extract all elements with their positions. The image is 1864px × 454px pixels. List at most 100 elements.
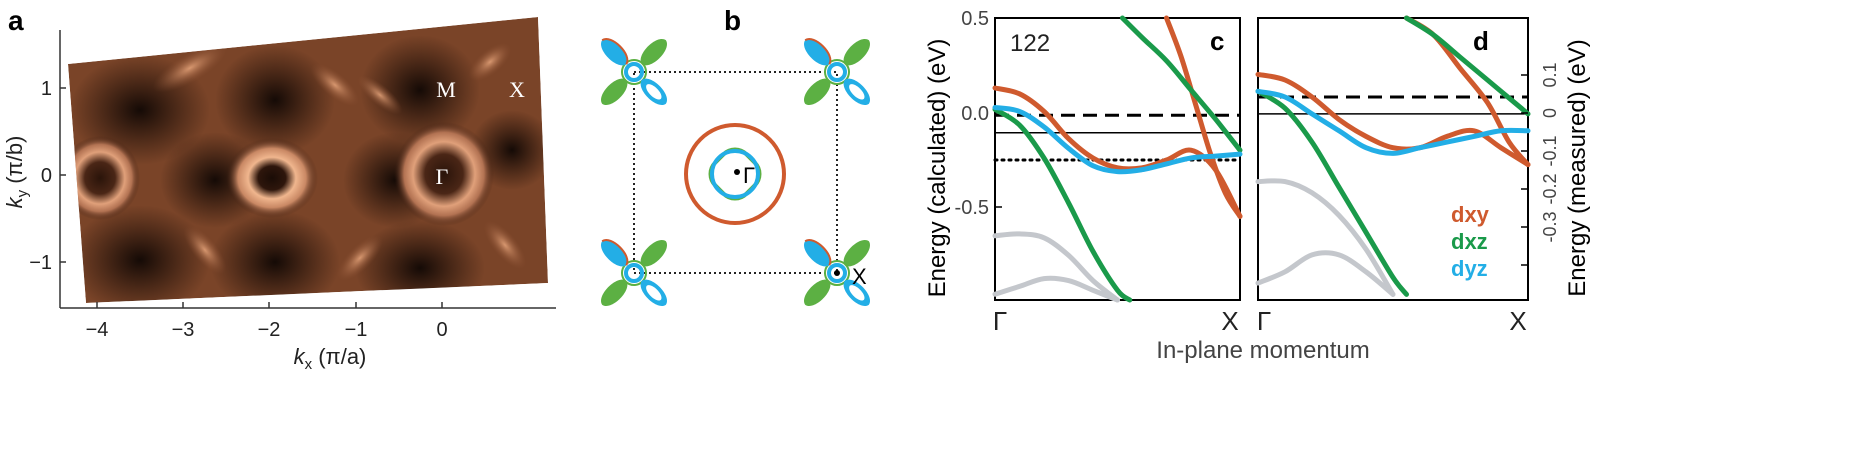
electron-pocket-ring: [824, 260, 850, 286]
band-line-dxy: [1404, 15, 1531, 168]
dark-lobe: [355, 220, 485, 303]
y-axis-label: Energy (calculated) (eV): [924, 39, 951, 298]
plot-frame: [1257, 17, 1529, 301]
x-axis-label: kx (π/a): [294, 344, 367, 373]
legend-entry-dxz: dxz: [1451, 229, 1488, 254]
panel-a: a: [2, 5, 556, 373]
orbital-lobe-dyz: [601, 240, 628, 267]
dyz-hole-pocket: [710, 149, 760, 199]
x-tick-label: X: [1221, 306, 1238, 336]
electron-pocket-ring: [621, 59, 647, 85]
electron-pocket-ring: [624, 263, 644, 283]
y-tick-label: -0.1: [1540, 135, 1560, 166]
orbital-lobe-dyz: [804, 240, 831, 267]
label-M: M: [436, 77, 456, 102]
dark-lobe: [210, 210, 340, 303]
orbital-lobe-dxz: [640, 39, 667, 66]
gamma-ring-left: [68, 136, 140, 220]
band-line-dxz: [992, 106, 1133, 303]
y-tick-label: 1: [41, 78, 52, 100]
x-tick-label: Γ: [1257, 306, 1271, 336]
label-X: X: [852, 264, 867, 289]
x-axis-unit: (π/a): [312, 344, 366, 369]
plot-area: [992, 15, 1243, 303]
orbital-lobe-hollow-inner: [849, 84, 865, 100]
y-tick-label: 0: [41, 165, 52, 187]
band-line-dxy: [992, 85, 1243, 219]
band-line-unlabeled: [992, 231, 1120, 303]
y-axis-label: ky (π/b): [2, 136, 31, 209]
x-tick-label: 0: [436, 319, 447, 341]
orbital-lobe-edge: [601, 38, 629, 65]
gamma-ring-center: [226, 138, 318, 218]
bright-streak: [357, 75, 403, 115]
calc-tag: 122: [1010, 30, 1050, 57]
y-tick-label: 0.1: [1540, 62, 1560, 87]
gamma-ring-right: [394, 122, 494, 226]
corner-pocket-cluster: [601, 38, 667, 105]
dark-lobe: [215, 45, 335, 155]
label-X: X: [509, 77, 525, 102]
orbital-lobe-dyz: [804, 39, 831, 66]
band-line-unlabeled: [1255, 250, 1396, 297]
bright-streak: [183, 225, 227, 275]
band-line-dyz: [992, 105, 1243, 175]
orbital-lobe-dxz: [804, 78, 831, 105]
x-tick-label: X: [1509, 306, 1526, 336]
legend-entry-dyz: dyz: [1451, 256, 1488, 281]
y-axis-var: k: [2, 196, 27, 208]
band-line-dxz: [1404, 15, 1531, 117]
electron-pocket-ring: [624, 62, 644, 82]
brillouin-zone-boundary: [633, 71, 838, 274]
bright-streak: [152, 43, 228, 93]
orbital-lobe-edge: [804, 239, 832, 266]
bright-streak: [310, 63, 360, 107]
gamma-point: [734, 169, 740, 175]
dxy-hole-pocket: [684, 123, 786, 225]
orbital-lobe-dyz: [601, 39, 628, 66]
shared-x-axis-label: In-plane momentum: [1156, 337, 1369, 364]
x-tick-label: Γ: [993, 306, 1007, 336]
orbital-lobe-dxz: [804, 279, 831, 306]
y-tick-label: 0.0: [961, 103, 989, 125]
corner-pocket-cluster: [804, 239, 870, 306]
corner-pocket-cluster: [601, 239, 667, 306]
label-Gamma: Γ: [743, 163, 755, 188]
y-axis-unit: (π/b): [2, 136, 27, 190]
panel-c-letter: c: [1210, 26, 1224, 56]
y-ticks: 0.5 0.0 -0.5: [955, 8, 1002, 219]
y-tick-label: 0: [1540, 108, 1560, 118]
x-axis-var: k: [294, 344, 306, 369]
legend-entry-dxy: dxy: [1451, 202, 1490, 227]
electron-pocket-ring: [827, 263, 847, 283]
plot-area: [1255, 15, 1531, 297]
zone-center-pockets: Γ: [684, 123, 786, 225]
orbital-lobe-dxz: [640, 240, 667, 267]
orbital-lobe-dxz: [843, 39, 870, 66]
orbital-lobe-dxz: [843, 240, 870, 267]
panel-c: c 122 0.5 0.0 -0.5 Energy (calculated) (…: [924, 8, 1243, 336]
orbital-lobe-edge: [601, 239, 629, 266]
x-point: [834, 270, 840, 276]
band-line-dxz: [1119, 15, 1243, 153]
band-line-dxy: [1164, 15, 1243, 219]
orbital-lobe-dxz: [601, 78, 628, 105]
y-tick-label: -0.5: [955, 197, 989, 219]
arpes-map: [68, 17, 548, 303]
x-tick-label: −4: [86, 319, 109, 341]
y-tick-label: -0.2: [1540, 173, 1560, 204]
electron-pocket-ring: [824, 59, 850, 85]
dark-lobe: [70, 205, 210, 303]
band-line-unlabeled: [992, 275, 1120, 303]
label-Gamma: Γ: [436, 164, 449, 189]
panel-d: d 0.1 0 -0.1 -0.2 -0.3 Energy (measured)…: [1255, 15, 1591, 336]
bright-streak: [337, 235, 383, 281]
y-tick-label: -0.3: [1540, 211, 1560, 242]
bright-streak: [483, 220, 527, 270]
y-ticks: 1 0 −1: [29, 78, 66, 274]
x-tick-label: −3: [172, 319, 195, 341]
electron-pocket-ring: [827, 62, 847, 82]
orbital-lobe-dxz: [601, 279, 628, 306]
bright-streak: [468, 42, 512, 82]
